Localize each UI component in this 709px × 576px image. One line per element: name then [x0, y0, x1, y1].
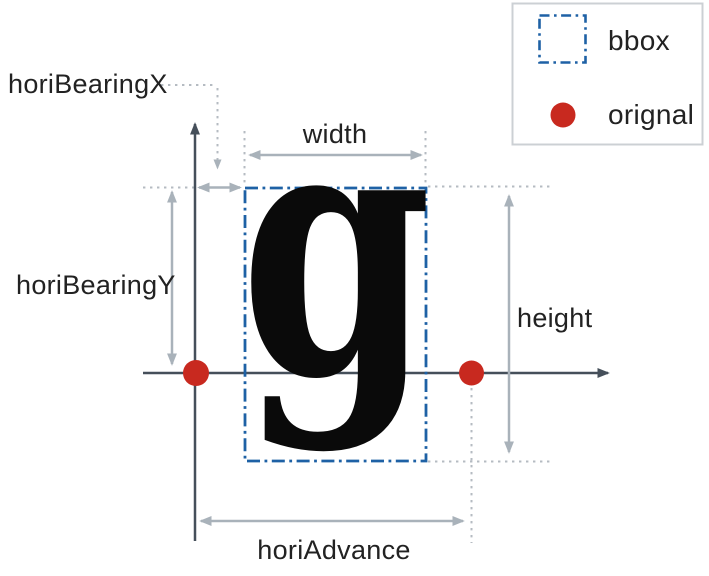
legend-item-orignal-label: orignal [608, 99, 694, 130]
label-horiadvance: horiAdvance [257, 535, 410, 565]
label-height: height [517, 303, 593, 333]
label-width: width [302, 119, 368, 149]
label-horibearingx: horiBearingX [8, 69, 168, 99]
label-horibearingy: horiBearingY [16, 270, 176, 300]
legend: bbox orignal [511, 2, 704, 146]
legend-frame [511, 2, 704, 146]
advance-point [459, 360, 484, 386]
legend-bbox-swatch-icon [538, 14, 587, 64]
glyph-g: g [240, 43, 432, 457]
glyph-bbox [243, 186, 428, 463]
legend-origin-swatch-icon [550, 102, 576, 128]
legend-item-bbox-label: bbox [608, 25, 670, 56]
origin-point [183, 360, 209, 386]
